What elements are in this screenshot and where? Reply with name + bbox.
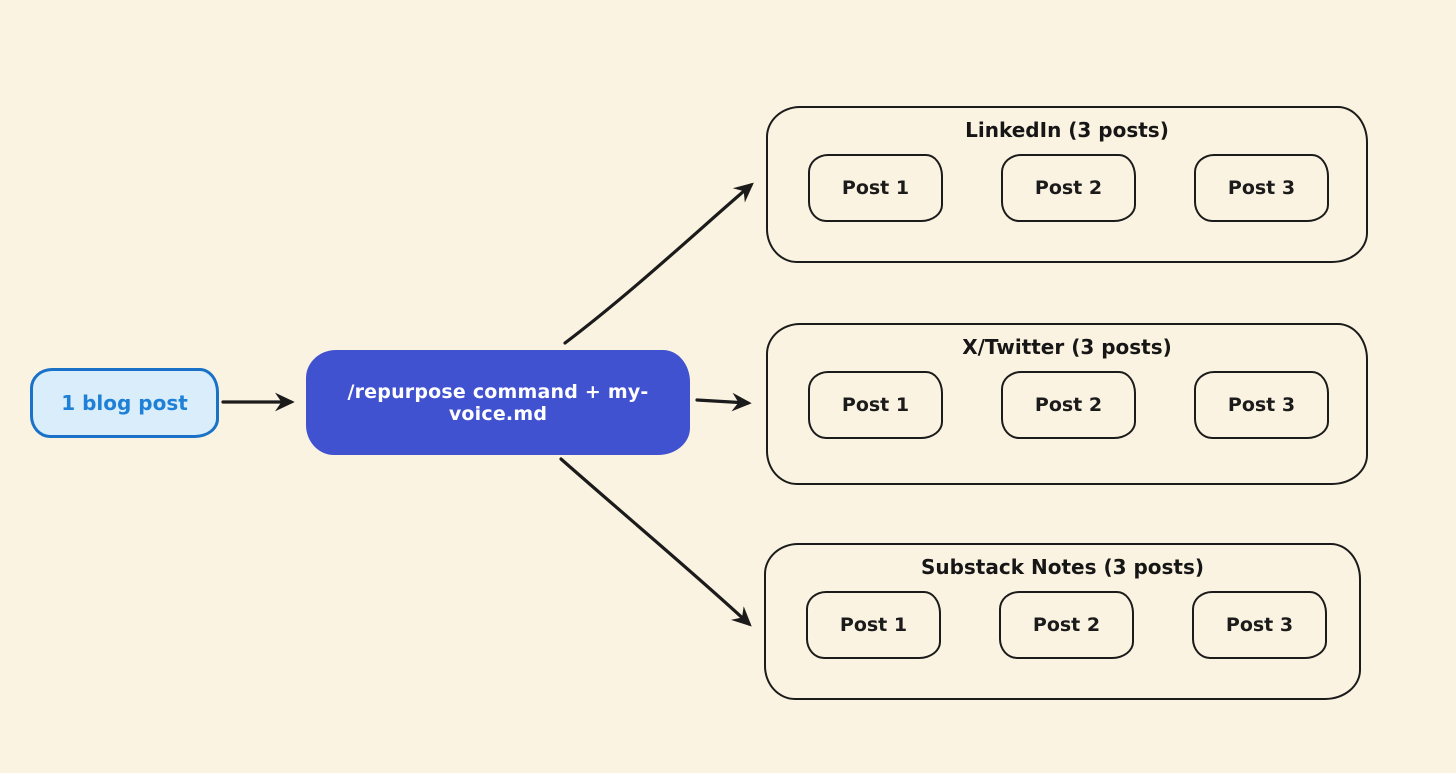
group-substack-notes: Substack Notes (3 posts) Post 1 Post 2 P… [764,543,1361,700]
group-x-twitter-title: X/Twitter (3 posts) [962,335,1172,359]
twitter-post-2-label: Post 2 [1034,394,1103,416]
group-substack-notes-title: Substack Notes (3 posts) [920,555,1205,579]
group-x-twitter: X/Twitter (3 posts) Post 1 Post 2 Post 3 [766,323,1368,485]
substack-post-3: Post 3 [1192,591,1327,659]
twitter-post-1: Post 1 [808,371,943,439]
group-linkedin-title: LinkedIn (3 posts) [965,118,1169,142]
linkedin-post-3: Post 3 [1194,154,1329,222]
substack-post-2: Post 2 [999,591,1134,659]
twitter-post-1-label: Post 1 [841,394,910,416]
group-linkedin: LinkedIn (3 posts) Post 1 Post 2 Post 3 [766,106,1368,263]
linkedin-post-2: Post 2 [1001,154,1136,222]
substack-post-1-label: Post 1 [839,614,908,636]
node-blog-post: 1 blog post [30,368,219,438]
twitter-post-3-label: Post 3 [1227,394,1296,416]
substack-post-1: Post 1 [806,591,941,659]
linkedin-post-1: Post 1 [808,154,943,222]
node-repurpose-command: /repurpose command + my-voice.md [306,350,690,455]
arrow-command-to-twitter [695,392,752,412]
node-blog-post-label: 1 blog post [61,391,188,415]
arrow-command-to-linkedin [563,182,754,345]
node-repurpose-command-label: /repurpose command + my-voice.md [347,380,649,425]
twitter-post-3: Post 3 [1194,371,1329,439]
arrow-command-to-substack [559,457,752,627]
linkedin-post-2-label: Post 2 [1034,177,1103,199]
linkedin-post-3-label: Post 3 [1227,177,1296,199]
substack-post-2-label: Post 2 [1032,614,1101,636]
twitter-post-2: Post 2 [1001,371,1136,439]
substack-post-3-label: Post 3 [1225,614,1294,636]
linkedin-post-1-label: Post 1 [841,177,910,199]
